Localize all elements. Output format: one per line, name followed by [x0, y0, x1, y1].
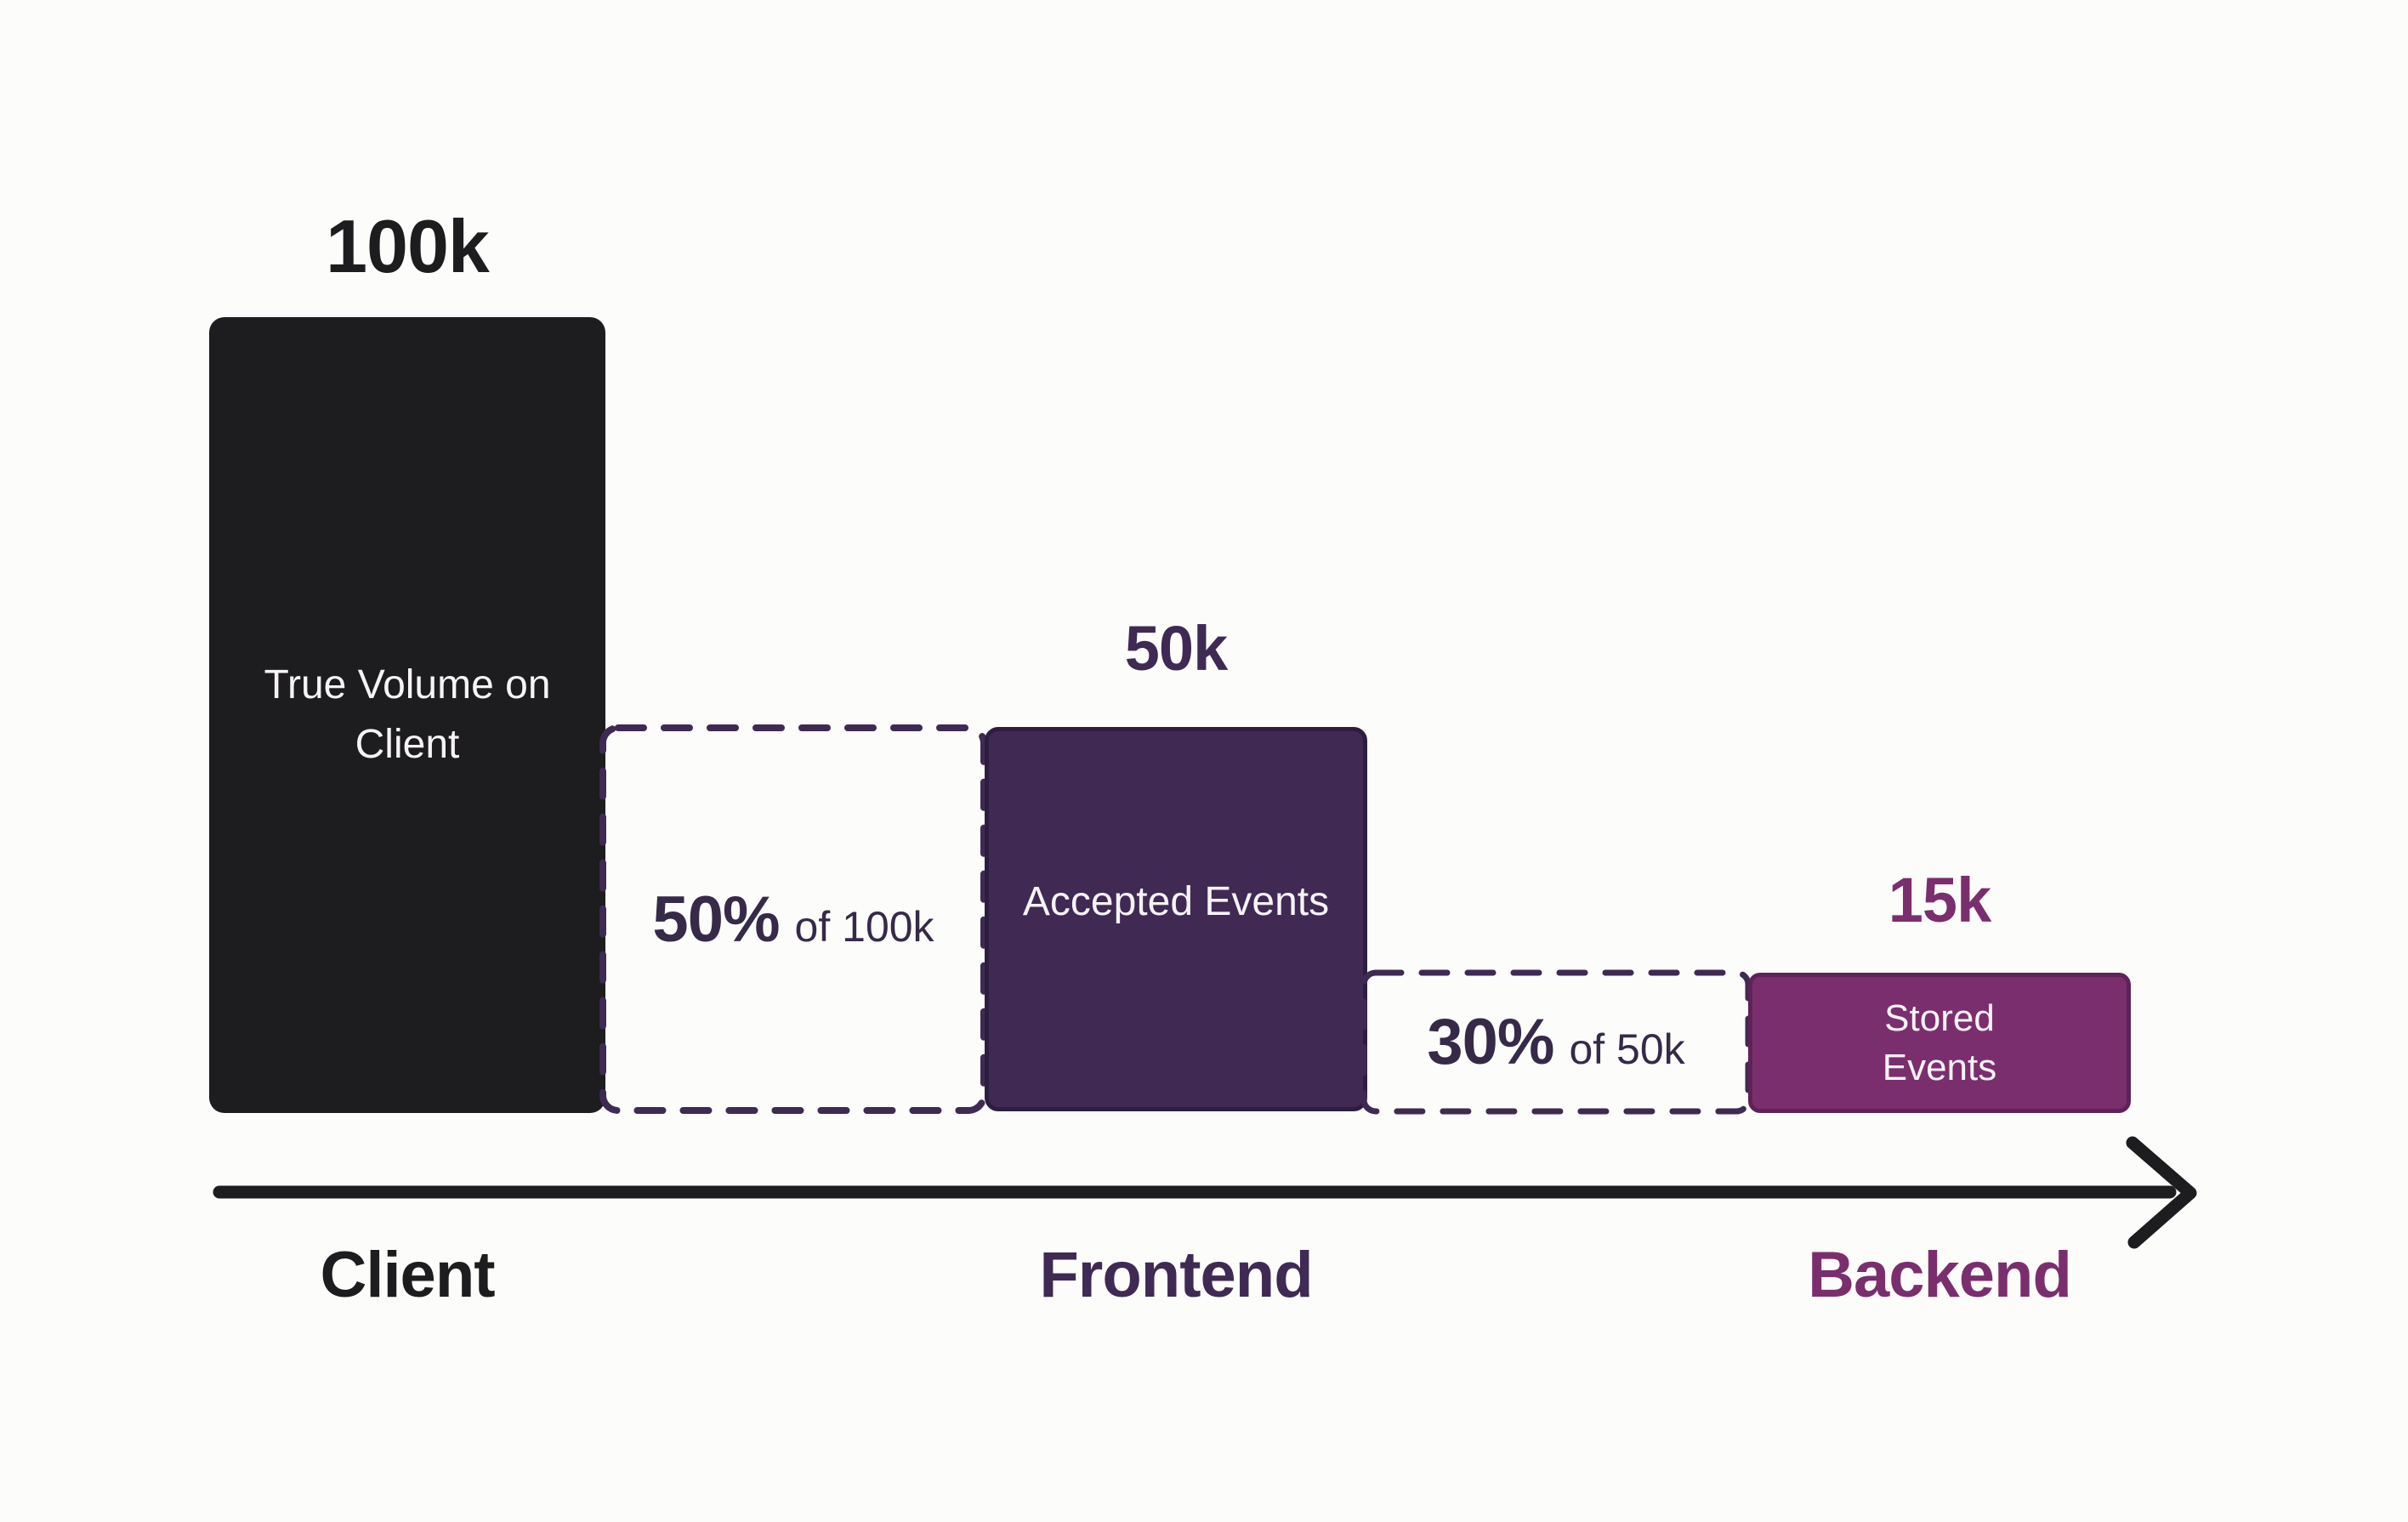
backend-value-label: 15k: [1888, 865, 1991, 935]
backend-bar-text: Stored Events: [1882, 997, 1997, 1088]
arrowhead-icon: [2126, 1136, 2197, 1249]
client-bar: True Volume on Client: [209, 317, 605, 1113]
dashed-border: [1360, 969, 1752, 1115]
frontend-bar: Accepted Events: [985, 727, 1367, 1111]
backend-drop-of: of 50k: [1569, 1025, 1685, 1073]
frontend-drop-box: 50% of 100k: [599, 724, 988, 1115]
client-bar-text: True Volume on Client: [264, 662, 551, 767]
frontend-drop-of: of 100k: [794, 902, 934, 951]
frontend-bar-text: Accepted Events: [1022, 879, 1330, 925]
axis-label-client: Client: [320, 1239, 495, 1311]
frontend-value-label: 50k: [1124, 613, 1228, 684]
frontend-drop-percent: 50%: [652, 883, 780, 956]
client-value-label: 100k: [326, 204, 490, 288]
dashed-border: [599, 724, 987, 1114]
backend-drop-percent: 30%: [1427, 1006, 1554, 1078]
axis-label-backend: Backend: [1808, 1239, 2072, 1311]
backend-drop-box: 30% of 50k: [1360, 969, 1752, 1115]
backend-bar: Stored Events: [1748, 973, 2131, 1113]
axis-label-frontend: Frontend: [1039, 1239, 1313, 1311]
